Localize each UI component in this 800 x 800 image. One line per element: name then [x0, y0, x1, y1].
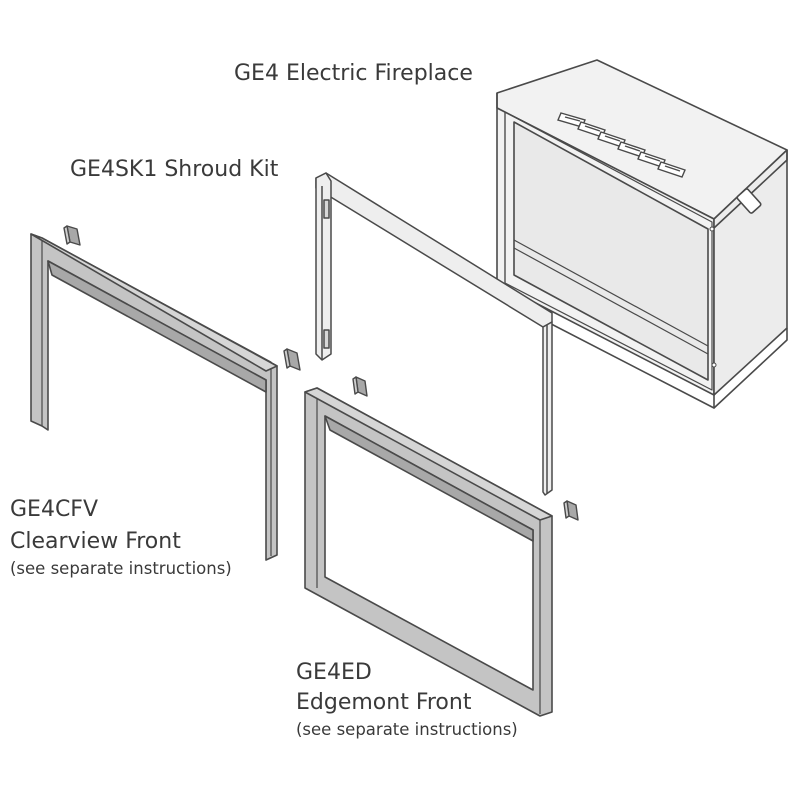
- clearview-front-frame: [30, 233, 278, 561]
- edgemont-front-frame: [304, 387, 553, 717]
- fireplace-glass: [513, 121, 709, 381]
- shroud-kit-label: GE4SK1 Shroud Kit: [70, 157, 279, 182]
- bracket-3: [352, 376, 368, 397]
- bracket-4: [563, 500, 579, 521]
- fireplace-vents: [557, 112, 686, 178]
- clearview-name-label: Clearview Front: [10, 529, 181, 554]
- clearview-note-label: (see separate instructions): [10, 559, 232, 578]
- bracket-1: [63, 225, 81, 246]
- edgemont-model-label: GE4ED: [296, 660, 372, 685]
- fireplace-unit: [496, 59, 788, 409]
- mounting-brackets: [63, 225, 579, 521]
- fireplace-label: GE4 Electric Fireplace: [234, 61, 473, 86]
- shroud-kit-frame: [315, 172, 553, 496]
- clearview-model-label: GE4CFV: [10, 497, 99, 522]
- bracket-2: [283, 348, 301, 371]
- edgemont-note-label: (see separate instructions): [296, 720, 518, 739]
- edgemont-name-label: Edgemont Front: [296, 690, 472, 715]
- fireplace-side-handle: [736, 188, 762, 214]
